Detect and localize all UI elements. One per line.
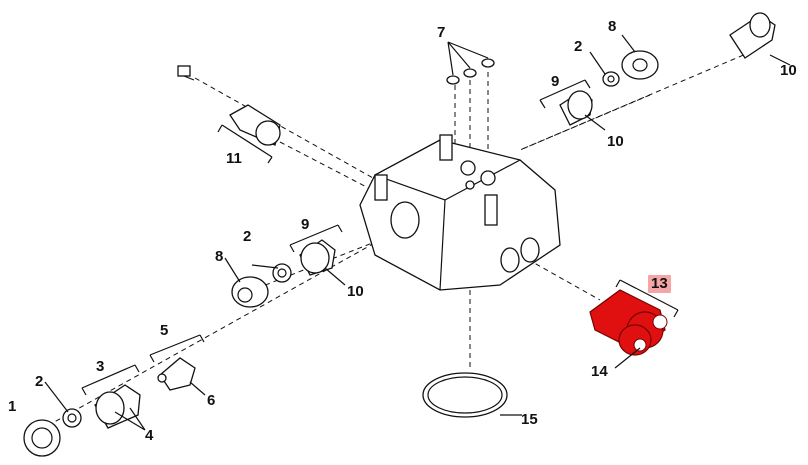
callout-3[interactable]: 3 [96, 358, 105, 375]
valve-insert-6[interactable] [157, 357, 196, 391]
callout-5[interactable]: 5 [160, 322, 169, 339]
cap-1[interactable] [23, 419, 61, 457]
bracket-3 [81, 364, 140, 396]
callout-10-middle[interactable]: 10 [607, 133, 624, 150]
callout-13-highlighted[interactable]: 13 [648, 275, 671, 293]
callout-7[interactable]: 7 [437, 24, 446, 41]
valve-9-upper[interactable] [559, 90, 593, 126]
bracket-11 [217, 124, 273, 164]
callout-15[interactable]: 15 [521, 411, 538, 428]
leader-lines [44, 34, 791, 431]
valve-cartridge-10-upper-right[interactable] [729, 12, 776, 59]
seal-ring-2-middle[interactable] [272, 263, 292, 283]
bracket-9-upper [539, 79, 591, 109]
highlighted-cartridge-13[interactable] [589, 289, 668, 356]
callout-9-upper[interactable]: 9 [551, 73, 560, 90]
screw-top-left[interactable] [177, 65, 195, 81]
callout-9-lower[interactable]: 9 [301, 216, 310, 233]
valve-assembly-3[interactable] [94, 384, 141, 429]
bracket-5 [149, 334, 205, 363]
seal-ring-2-upper[interactable] [602, 71, 620, 87]
callout-14[interactable]: 14 [591, 363, 608, 380]
bracket-9-lower [289, 224, 343, 253]
o-ring-15[interactable] [422, 372, 508, 418]
callout-2-middle[interactable]: 2 [243, 228, 252, 245]
pump-housing[interactable] [359, 134, 561, 291]
plug-8-lower[interactable] [231, 276, 269, 308]
plug-8-upper[interactable] [621, 50, 659, 80]
callout-6[interactable]: 6 [207, 392, 216, 409]
valve-9-lower[interactable] [299, 239, 336, 276]
callout-8-lower[interactable]: 8 [215, 248, 224, 265]
callout-10-lower[interactable]: 10 [347, 283, 364, 300]
callout-2-lower[interactable]: 2 [35, 373, 44, 390]
bracket-13 [615, 279, 679, 318]
callout-1[interactable]: 1 [8, 398, 17, 415]
callout-11[interactable]: 11 [226, 150, 242, 167]
o-rings-7[interactable] [446, 58, 495, 85]
seal-ring-2-lower[interactable] [62, 408, 82, 428]
callout-10-upper-right[interactable]: 10 [780, 62, 797, 79]
callout-2-upper[interactable]: 2 [574, 38, 583, 55]
callout-4[interactable]: 4 [145, 427, 154, 444]
callout-8-upper[interactable]: 8 [608, 18, 617, 35]
sensor-11[interactable] [229, 104, 281, 146]
